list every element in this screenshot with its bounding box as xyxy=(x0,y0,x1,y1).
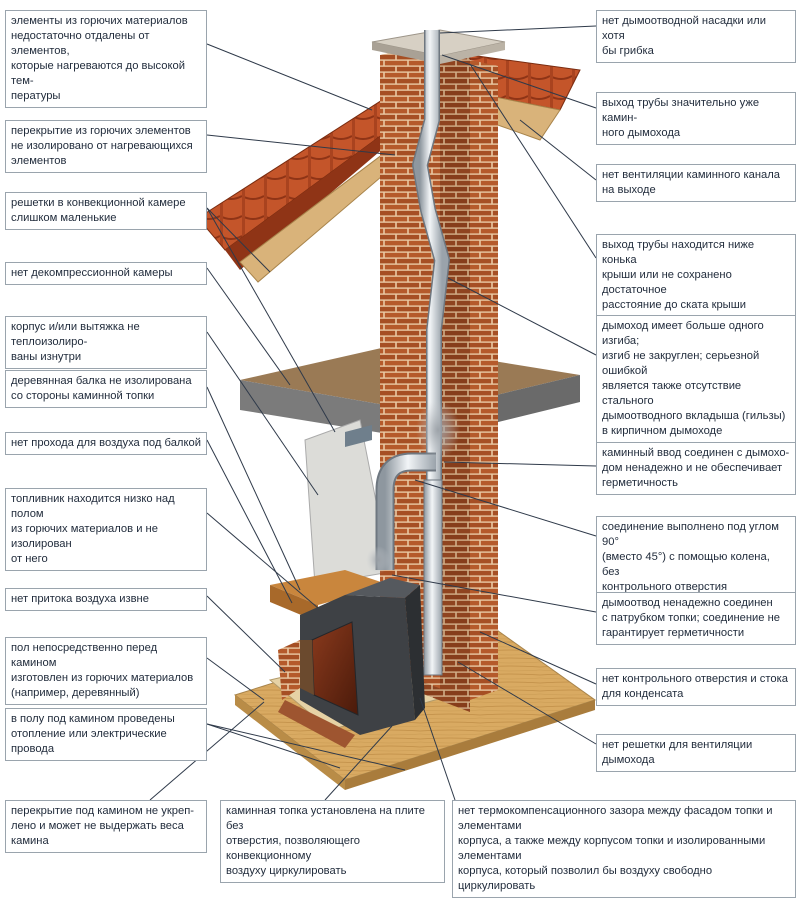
illustration xyxy=(149,25,597,801)
callout-no-decompression-chamber: нет декомпрессионной камеры xyxy=(5,262,207,285)
callout-wiring-under-floor: в полу под камином проведены отопление и… xyxy=(5,708,207,761)
callout-outlet-below-ridge: выход трубы находится ниже конька крыши … xyxy=(596,234,796,317)
callout-no-expansion-gap: нет термокомпенсационного зазора между ф… xyxy=(452,800,796,898)
floor-slab-edge-front xyxy=(345,700,595,790)
callout-beam-not-insulated: деревянная балка не изолирована со сторо… xyxy=(5,370,207,408)
smoke-small xyxy=(366,546,390,574)
steel-flue-pipe xyxy=(375,30,450,676)
wooden-beam xyxy=(270,570,390,605)
callout-flammable-too-close: элементы из горючих материалов недостато… xyxy=(5,10,207,108)
callout-grilles-too-small: решетки в конвекционной камере слишком м… xyxy=(5,192,207,230)
hood-grille xyxy=(345,425,372,447)
leader-lines xyxy=(149,25,597,801)
callout-multiple-bends: дымоход имеет больше одного изгиба; изги… xyxy=(596,315,796,443)
callout-no-channel-ventilation: нет вентиляции каминного канала на выход… xyxy=(596,164,796,202)
callout-ceiling-not-insulated: перекрытие из горючих элементов не изоли… xyxy=(5,120,207,173)
callout-no-convection-opening: каминная топка установлена на плите без … xyxy=(220,800,445,883)
floor-slab-edge xyxy=(235,695,345,790)
callout-no-condensate-drain: нет контрольного отверстия и стока для к… xyxy=(596,668,796,706)
callout-pipe-outlet-narrow: выход трубы значительно уже камин- ного … xyxy=(596,92,796,145)
callout-inlet-not-sealed: каминный ввод соединен с дымохо- дом нен… xyxy=(596,442,796,495)
fireplace-chimney-diagram: элементы из горючих материалов недостато… xyxy=(5,10,796,898)
callout-no-outside-air: нет притока воздуха извне xyxy=(5,588,207,611)
callout-flue-connection-unreliable: дымоотвод ненадежно соединен с патрубком… xyxy=(596,592,796,645)
callout-no-chimney-cap: нет дымоотводной насадки или хотя бы гри… xyxy=(596,10,796,63)
callout-flammable-floor: пол непосредственно перед камином изгото… xyxy=(5,637,207,705)
callout-firebox-too-low: топливник находится низко над полом из г… xyxy=(5,488,207,571)
callout-casing-not-insulated: корпус и/или вытяжка не теплоизолиро- ва… xyxy=(5,316,207,369)
callout-floor-not-reinforced: перекрытие под камином не укреп- лено и … xyxy=(5,800,207,853)
callout-no-ventilation-grille: нет решетки для вентиляции дымохода xyxy=(596,734,796,772)
roof-left xyxy=(197,94,406,283)
callout-no-air-passage: нет прохода для воздуха под балкой xyxy=(5,432,207,455)
smoke xyxy=(416,400,460,460)
callout-90-degree-elbow: соединение выполнено под углом 90° (вмес… xyxy=(596,516,796,599)
fireplace-insert xyxy=(278,578,425,748)
